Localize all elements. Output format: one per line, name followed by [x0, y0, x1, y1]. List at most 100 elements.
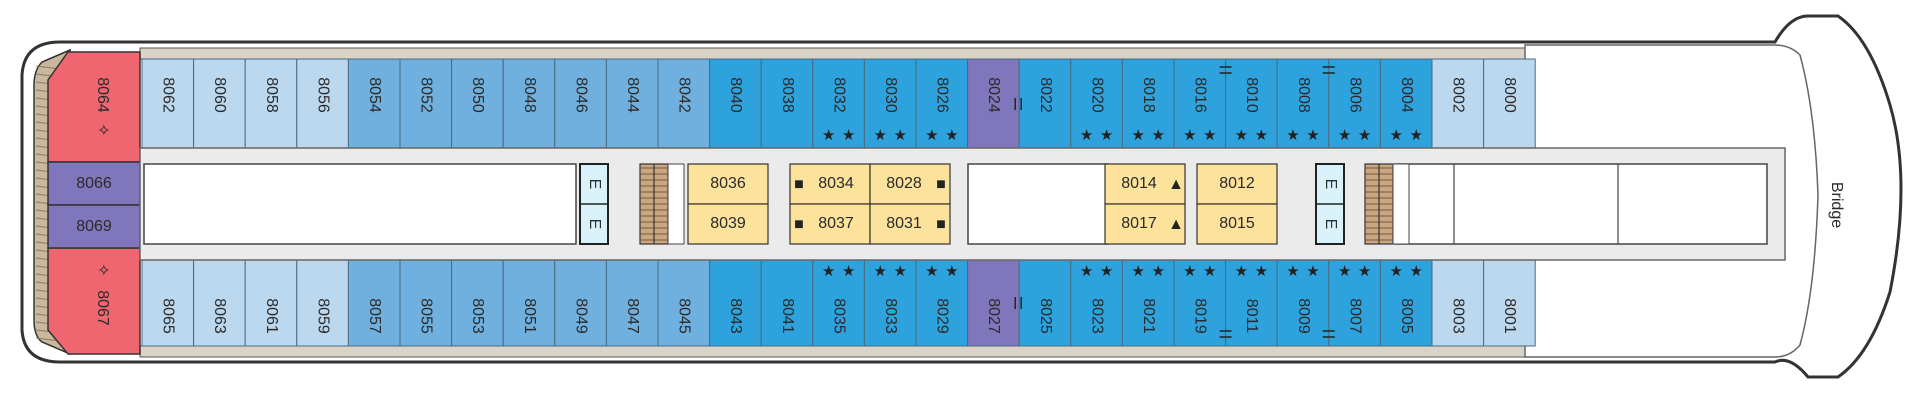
cabin-8027[interactable]: 8027	[967, 259, 1020, 347]
cabin-number: 8061	[263, 298, 280, 334]
cabin-number: 8050	[469, 77, 486, 113]
star-icon: ★	[1286, 263, 1299, 280]
cabin-number: 8027	[985, 298, 1002, 334]
cabin-number: 8011	[1243, 299, 1260, 334]
elevator-label: E	[1322, 179, 1339, 190]
connecting-door-marks	[1014, 66, 1335, 338]
cabin-8000[interactable]: 8000	[1483, 58, 1536, 149]
cabin-8009[interactable]: 8009★★	[1276, 259, 1330, 347]
cabin-8001[interactable]: 8001	[1483, 259, 1536, 347]
cabin-8044[interactable]: 8044	[605, 58, 659, 149]
cabin-8062[interactable]: 8062	[141, 58, 195, 149]
cabin-8036[interactable]: 8036	[687, 163, 769, 205]
aft-cabin-8069[interactable]: 8069	[47, 204, 141, 249]
cabin-8061[interactable]: 8061	[244, 259, 298, 347]
cabin-8060[interactable]: 8060	[193, 58, 246, 149]
cabin-number: 8008	[1295, 77, 1312, 113]
cabin-8031[interactable]: 8031■	[869, 203, 951, 245]
cabin-number: 8000	[1501, 77, 1518, 113]
cabin-8014[interactable]: 8014▲	[1104, 163, 1186, 205]
cabin-8010[interactable]: 8010★★	[1225, 58, 1278, 149]
star-icon: ★	[1100, 127, 1113, 144]
cabin-8024[interactable]: 8024	[967, 58, 1020, 149]
cabin-8021[interactable]: 8021★★	[1121, 259, 1175, 347]
cabin-8041[interactable]: 8041	[760, 259, 814, 347]
cabin-8053[interactable]: 8053	[451, 259, 504, 347]
aft-suite-top[interactable]: 8064 ✧	[47, 51, 141, 163]
cabin-8005[interactable]: 8005★★	[1379, 259, 1433, 347]
cabin-number: 8019	[1192, 298, 1209, 334]
cabin-8043[interactable]: 8043	[709, 259, 762, 347]
cabin-8019[interactable]: 8019★★	[1173, 259, 1227, 347]
cabin-8065[interactable]: 8065	[141, 259, 195, 347]
cabin-8032[interactable]: 8032★★	[812, 58, 865, 149]
cabin-8046[interactable]: 8046	[554, 58, 607, 149]
cabin-number: 8012	[1219, 175, 1255, 192]
cabin-8042[interactable]: 8042	[657, 58, 711, 149]
star-icon: ★	[1203, 263, 1216, 280]
cabin-8022[interactable]: 8022	[1018, 58, 1072, 149]
cabin-8018[interactable]: 8018★★	[1121, 58, 1175, 149]
cabin-number: 8054	[366, 77, 383, 113]
cabin-8051[interactable]: 8051	[502, 259, 556, 347]
cabin-8030[interactable]: 8030★★	[863, 58, 917, 149]
cabin-8059[interactable]: 8059	[296, 259, 349, 347]
cabin-8004[interactable]: 8004★★	[1379, 58, 1433, 149]
cabin-number: 8026	[934, 77, 951, 113]
cabin-8045[interactable]: 8045	[657, 259, 711, 347]
cabin-number: 8015	[1219, 215, 1255, 232]
cabin-8034[interactable]: 8034■	[789, 163, 871, 205]
cabin-8002[interactable]: 8002	[1431, 58, 1485, 149]
public-space-mid	[967, 163, 1109, 245]
star-icon: ★	[893, 263, 906, 280]
cabin-8008[interactable]: 8008★★	[1276, 58, 1330, 149]
cabin-8040[interactable]: 8040	[709, 58, 762, 149]
star-icon: ★	[1235, 127, 1248, 144]
cabin-8028[interactable]: 8028■	[869, 163, 951, 205]
public-space-aft	[143, 163, 577, 245]
cabin-8057[interactable]: 8057	[347, 259, 401, 347]
square-icon: ■	[936, 216, 946, 233]
cabin-8006[interactable]: 8006★★	[1328, 58, 1381, 149]
cabin-8015[interactable]: 8015	[1196, 203, 1278, 245]
cabin-8003[interactable]: 8003	[1431, 259, 1485, 347]
star-icon: ★	[1255, 263, 1268, 280]
cabin-number: 8020	[1088, 77, 1105, 113]
bottom-deck-strip	[139, 345, 1526, 358]
cabin-8063[interactable]: 8063	[193, 259, 246, 347]
cabin-number: 8046	[572, 77, 589, 113]
cabin-8054[interactable]: 8054	[347, 58, 401, 149]
aft-cabin-8066[interactable]: 8066	[47, 161, 141, 206]
cabin-8026[interactable]: 8026★★	[915, 58, 969, 149]
cabin-8055[interactable]: 8055	[399, 259, 453, 347]
cabin-8052[interactable]: 8052	[399, 58, 453, 149]
cabin-8023[interactable]: 8023★★	[1070, 259, 1123, 347]
cabin-8012[interactable]: 8012	[1196, 163, 1278, 205]
cabin-8007[interactable]: 8007★★	[1328, 259, 1381, 347]
cabin-8038[interactable]: 8038	[760, 58, 814, 149]
star-icon: ★	[945, 263, 958, 280]
cabin-8011[interactable]: 8011★★	[1225, 259, 1278, 347]
cabin-number: 8017	[1121, 215, 1157, 232]
cabin-8058[interactable]: 8058	[244, 58, 298, 149]
cabin-8017[interactable]: 8017▲	[1104, 203, 1186, 245]
cabin-number: 8024	[985, 77, 1002, 113]
cabin-8049[interactable]: 8049	[554, 259, 607, 347]
cabin-8039[interactable]: 8039	[687, 203, 769, 245]
cabin-8029[interactable]: 8029★★	[915, 259, 969, 347]
cabin-8037[interactable]: 8037■	[789, 203, 871, 245]
inner-cabins: 803680398034■8037■8028■8031■8014▲8017▲80…	[687, 163, 1278, 245]
cabin-8025[interactable]: 8025	[1018, 259, 1072, 347]
aft-suite-bottom[interactable]: ✧ 8067	[47, 247, 141, 355]
cabin-8048[interactable]: 8048	[502, 58, 556, 149]
cabin-8035[interactable]: 8035★★	[812, 259, 865, 347]
cabin-8033[interactable]: 8033★★	[863, 259, 917, 347]
cabin-8047[interactable]: 8047	[605, 259, 659, 347]
star-icon: ★	[842, 127, 855, 144]
cabin-8050[interactable]: 8050	[451, 58, 504, 149]
cabin-8016[interactable]: 8016★★	[1173, 58, 1227, 149]
cabin-8056[interactable]: 8056	[296, 58, 349, 149]
cabin-8020[interactable]: 8020★★	[1070, 58, 1123, 149]
cabin-number: 8063	[211, 298, 228, 334]
